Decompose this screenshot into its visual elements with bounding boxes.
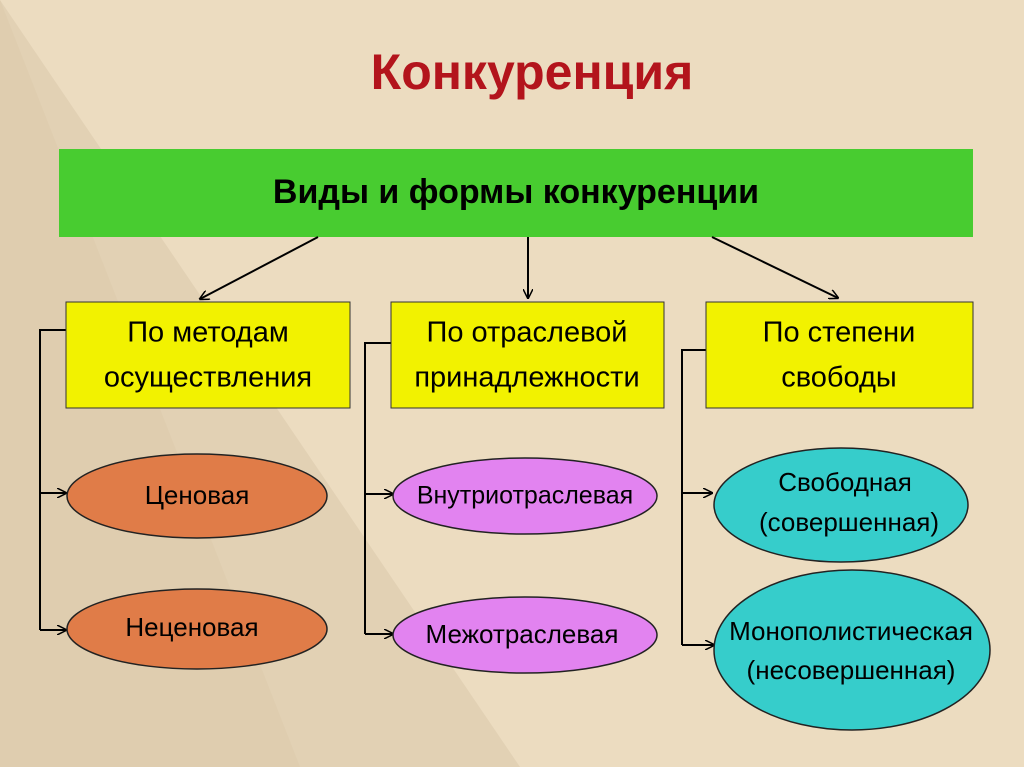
slide-title: Конкуренция [371,44,694,100]
item-label: Межотраслевая [426,619,619,649]
category-box-freedom [705,301,974,409]
category-label: принадлежности [414,362,639,394]
item-label: (совершенная) [759,507,939,537]
item-price [66,453,328,539]
item-label: (несовершенная) [747,655,956,685]
bracket-line [364,342,391,634]
item-label: Ценовая [145,480,250,510]
item-label: Неценовая [125,612,258,642]
category-box-industry [390,301,665,409]
category-box-methods [65,301,351,409]
item-label: Монополистическая [729,616,973,646]
category-label: По отраслевой [426,317,627,349]
root-box [59,149,973,237]
category-label: осуществления [104,362,312,394]
item-intra-industry [392,457,658,535]
category-label: По методам [127,317,289,349]
category-label: свободы [781,362,897,394]
item-free [713,447,969,563]
item-label: Свободная [778,467,912,497]
connectors [39,236,838,645]
item-monopolistic [713,569,991,731]
bracket-line [681,349,706,645]
item-label: Внутриотраслевая [417,482,633,510]
item-inter-industry [392,596,658,674]
arrow [711,236,838,298]
category-label: По степени [763,317,916,349]
bracket-line [39,329,66,630]
root-label: Виды и формы конкуренции [273,173,759,211]
arrow [200,236,319,299]
item-nonprice [66,588,328,670]
